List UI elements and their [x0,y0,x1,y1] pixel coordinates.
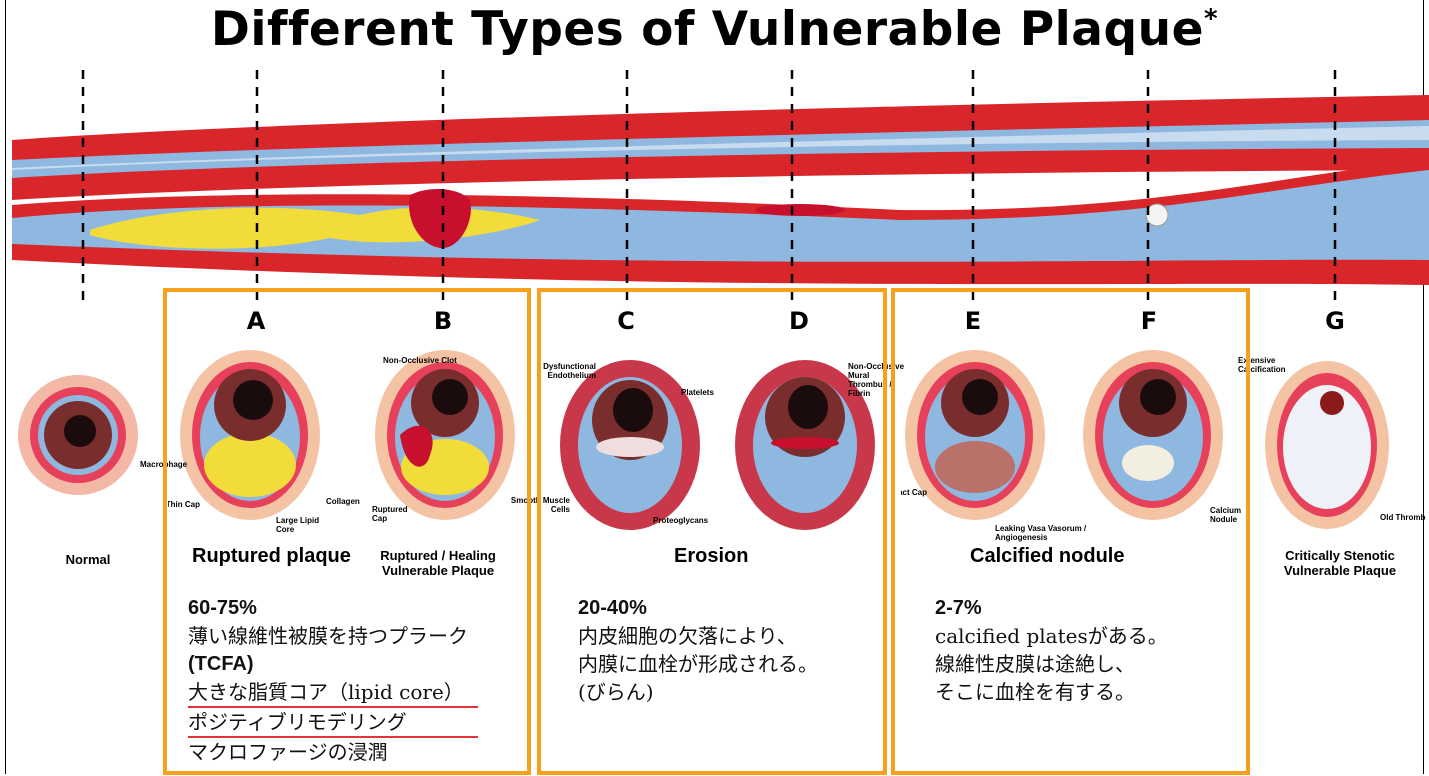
cross-section-g [1262,355,1392,535]
calcified-line-3: そこに血栓を有する。 [935,678,1168,706]
percent-ruptured: 60-75% [188,594,478,622]
percent-erosion: 20-40% [578,594,818,622]
group-text-ruptured: 60-75% 薄い線維性被膜を持つプラーク (TCFA) 大きな脂質コア（lip… [188,594,478,766]
caption-critically-stenotic: Critically Stenotic Vulnerable Plaque [1270,548,1410,578]
percent-calcified: 2-7% [935,594,1168,622]
group-label-ruptured: Ruptured plaque [188,545,355,568]
erosion-line-3: (びらん) [578,678,818,706]
ruptured-line-3: 大きな脂質コア（lipid core） [188,678,478,708]
section-letter-g: G [1320,307,1350,335]
erosion-line-2: 内膜に血栓が形成される。 [578,650,818,678]
page-title: Different Types of Vulnerable Plaque* [0,2,1429,57]
calcified-line-2: 線維性皮膜は途絶し、 [935,650,1168,678]
ruptured-line-2: (TCFA) [188,650,478,678]
caption-normal: Normal [48,552,128,567]
ruptured-line-5: マクロファージの浸潤 [188,738,478,766]
group-text-erosion: 20-40% 内皮細胞の欠落により、 内膜に血栓が形成される。 (びらん) [578,594,818,706]
artery-longitudinal-illustration [0,60,1429,300]
callout-old-thrombus: Old Thromb [1380,513,1429,522]
cross-section-normal [8,365,148,505]
calcified-line-1: calcified platesがある。 [935,622,1168,650]
erosion-line-1: 内皮細胞の欠落により、 [578,622,818,650]
ruptured-line-1: 薄い線維性被膜を持つプラーク [188,622,478,650]
group-label-erosion: Erosion [670,545,752,568]
group-text-calcified: 2-7% calcified platesがある。 線維性皮膜は途絶し、 そこに… [935,594,1168,706]
group-label-calcified: Calcified nodule [966,545,1128,568]
ruptured-line-4: ポジティブリモデリング [188,708,478,738]
